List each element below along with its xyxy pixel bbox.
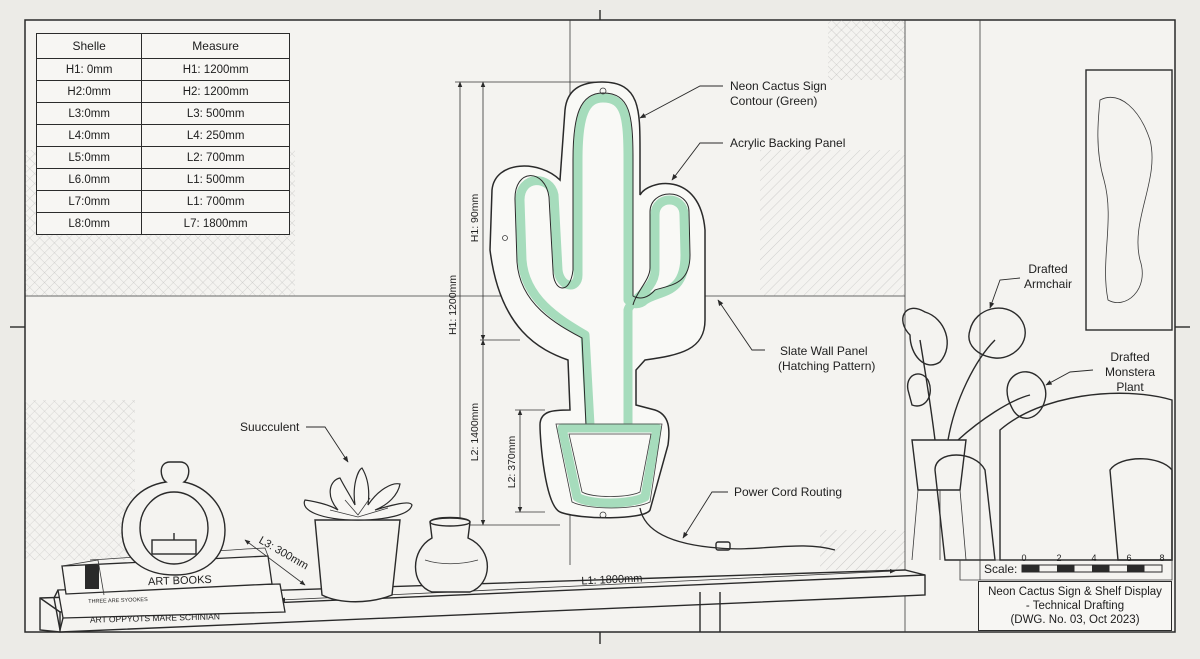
spec-header-measure: Measure (141, 33, 290, 59)
power-cord[interactable] (639, 507, 836, 551)
callout-monstera-line1: Drafted (1110, 350, 1149, 364)
spec-cell: L3: 500mm (141, 102, 290, 125)
neon-pot-outline[interactable] (557, 423, 662, 508)
candle-holder[interactable] (121, 461, 226, 576)
neon-contour-green[interactable] (515, 93, 690, 430)
ceramic-vase[interactable] (414, 516, 489, 593)
scale-bar: Scale: 0 2 4 6 8 (984, 553, 1165, 576)
scale-tick-2: 4 (1091, 553, 1096, 563)
callout-acrylic: Acrylic Backing Panel (730, 136, 845, 150)
callout-monstera-line3: Plant (1116, 380, 1144, 394)
mount-hole-top (599, 87, 607, 95)
scale-tick-0: 0 (1021, 553, 1026, 563)
book-top-small: THREE ARE SYOOKES (88, 597, 148, 605)
hatch-region-left (25, 400, 135, 560)
spec-cell: L2: 700mm (141, 146, 290, 169)
dim-l1-shelf: L1: 1800mm (581, 573, 643, 588)
dimension-lines (455, 81, 600, 526)
wall-artwork (1085, 69, 1173, 331)
scale-tick-1: 2 (1056, 553, 1061, 563)
succulent-plant[interactable] (303, 467, 413, 603)
hatch-region-mid-right (760, 150, 905, 296)
title-block: Neon Cactus Sign & Shelf Display - Techn… (978, 581, 1172, 631)
callout-neon-line2: Contour (Green) (730, 94, 817, 108)
dim-h1-upper: H1: 90mm (469, 194, 481, 243)
spec-cell: L4:0mm (35, 124, 143, 147)
title-line-1: Neon Cactus Sign & Shelf Display (988, 586, 1162, 598)
dim-depth-line (244, 539, 306, 586)
title-line-2: - Technical Drafting (1025, 600, 1125, 612)
spec-cell: L3:0mm (35, 102, 143, 125)
callout-neon-line1: Neon Cactus Sign (730, 79, 827, 93)
spec-cell: H1: 0mm (35, 58, 143, 81)
spec-cell: L5:0mm (35, 146, 143, 169)
spec-cell: L1: 500mm (141, 168, 290, 191)
spec-cell: L7:0mm (35, 190, 143, 213)
neon-outline-outer (514, 92, 691, 426)
title-line-3: (DWG. No. 03, Oct 2023) (1010, 614, 1140, 626)
spec-cell: L7: 1800mm (141, 212, 290, 235)
cord-plug (715, 541, 731, 551)
hatch-region-top-right (828, 20, 905, 80)
book-bottom-title: ART OPPYOTS MARE SCHINIAN (90, 611, 220, 624)
spec-cell: L8:0mm (35, 212, 143, 235)
spec-cell: H2: 1200mm (141, 80, 290, 103)
mount-hole-bottom (599, 511, 607, 519)
scale-label: Scale: (984, 562, 1017, 576)
scale-tick-3: 6 (1126, 553, 1131, 563)
dim-h1-total: H1: 1200mm (447, 275, 459, 335)
callout-slate-line1: Slate Wall Panel (780, 344, 868, 358)
book-stack[interactable] (53, 547, 286, 631)
armchair (934, 392, 1173, 581)
callout-armchair-line1: Drafted (1028, 262, 1067, 276)
spec-table-header-row: Shelle Measure (35, 33, 290, 59)
dim-l2-pot: L2: 370mm (506, 435, 518, 488)
spec-cell: L1: 700mm (141, 190, 290, 213)
callout-slate-line2: (Hatching Pattern) (778, 359, 875, 373)
spec-cell: L4: 250mm (141, 124, 290, 147)
spec-header-shelle: Shelle (35, 33, 143, 59)
acrylic-backing-panel[interactable] (489, 81, 706, 519)
mount-hole-left (502, 235, 508, 241)
monstera-plant (902, 307, 1047, 561)
callout-leaders (306, 85, 1094, 539)
callout-monstera-line2: Monstera (1105, 365, 1155, 379)
dim-l2-lower: L2: 1400mm (469, 403, 481, 462)
book-spine-label (85, 565, 99, 589)
scale-tick-4: 8 (1159, 553, 1164, 563)
book-top-title: ART BOOKS (148, 574, 212, 588)
callout-succulent: Suucculent (240, 420, 300, 434)
spec-cell: H1: 1200mm (141, 58, 290, 81)
neon-cactus-sign[interactable] (489, 81, 836, 551)
callout-power-cord: Power Cord Routing (734, 485, 842, 499)
spec-cell: H2:0mm (35, 80, 143, 103)
callout-armchair-line2: Armchair (1024, 277, 1072, 291)
spec-cell: L6.0mm (35, 168, 143, 191)
